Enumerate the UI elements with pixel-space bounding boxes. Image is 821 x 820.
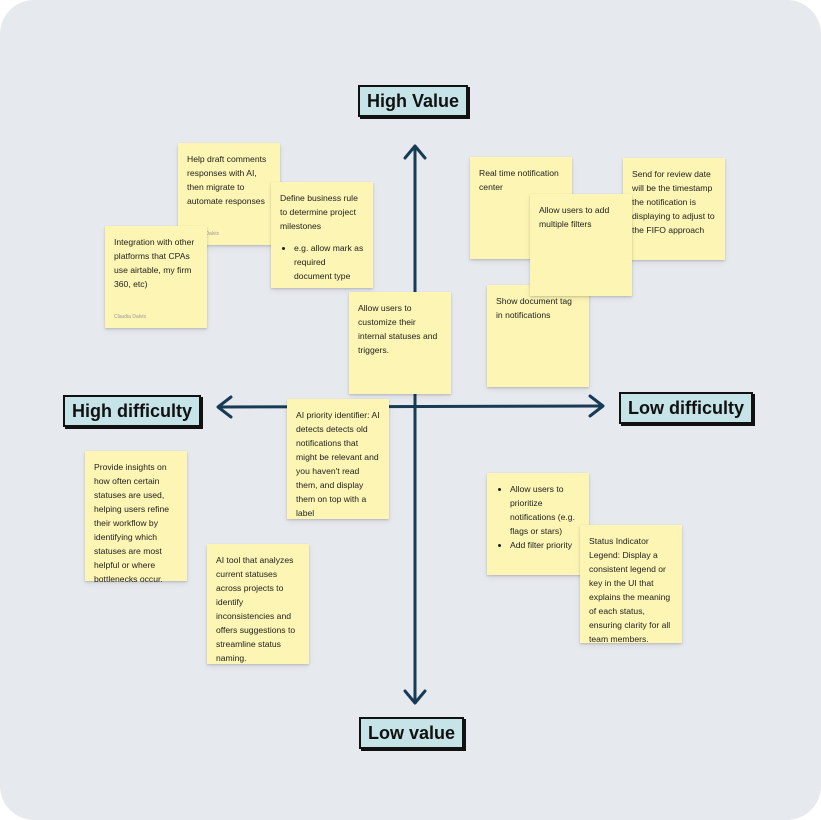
arrow-down — [403, 689, 427, 705]
sticky-note-ai-tool[interactable]: AI tool that analyzes current statuses a… — [207, 544, 309, 664]
note-bullets: Allow users to prioritize notifications … — [496, 482, 580, 552]
sticky-note-status-legend[interactable]: Status Indicator Legend: Display a consi… — [580, 525, 682, 644]
arrow-left — [216, 395, 233, 419]
note-bullet: Allow users to prioritize notifications … — [510, 482, 580, 538]
sticky-note-document-tag[interactable]: Show document tag in notifications — [487, 285, 589, 387]
note-author: Claudia Dalvis — [114, 314, 146, 320]
note-text: Show document tag in notifications — [496, 296, 572, 320]
note-bullet: Add filter priority — [510, 538, 580, 552]
note-text: Help draft comments responses with AI, t… — [187, 154, 267, 206]
horizontal-axis — [217, 404, 604, 409]
note-text: Send for review date will be the timesta… — [632, 169, 715, 235]
note-text: Real time notification center — [479, 168, 559, 192]
note-bullet: e.g. allow mark as required document typ… — [294, 241, 364, 283]
note-bullets: e.g. allow mark as required document typ… — [280, 241, 364, 283]
arrow-up — [403, 144, 427, 160]
sticky-note-multiple-filters[interactable]: Allow users to add multiple filters — [530, 194, 632, 296]
note-text: Status Indicator Legend: Display a consi… — [589, 536, 671, 644]
note-text: Integration with other platforms that CP… — [114, 237, 195, 289]
high-difficulty-label: High difficulty — [63, 395, 201, 427]
note-text: Define business rule to determine projec… — [280, 193, 358, 231]
sticky-note-define-business-rule[interactable]: Define business rule to determine projec… — [271, 182, 373, 288]
note-text: Allow users to add multiple filters — [539, 205, 610, 229]
sticky-note-ai-priority[interactable]: AI priority identifier: AI detects detec… — [287, 399, 389, 519]
note-text: Allow users to customize their internal … — [358, 303, 438, 355]
note-text: AI tool that analyzes current statuses a… — [216, 555, 296, 663]
sticky-note-integration[interactable]: Integration with other platforms that CP… — [105, 226, 207, 328]
sticky-note-send-for-review[interactable]: Send for review date will be the timesta… — [623, 158, 725, 260]
low-difficulty-label: Low difficulty — [619, 392, 753, 424]
sticky-note-customize-statuses[interactable]: Allow users to customize their internal … — [349, 292, 451, 394]
high-value-label: High Value — [358, 85, 469, 117]
sticky-note-prioritize[interactable]: Allow users to prioritize notifications … — [487, 473, 589, 575]
sticky-note-insights[interactable]: Provide insights on how often certain st… — [85, 451, 187, 584]
note-text: Provide insights on how often certain st… — [94, 462, 170, 584]
note-text: AI priority identifier: AI detects detec… — [296, 410, 380, 518]
low-value-label: Low value — [359, 717, 465, 749]
arrow-right — [588, 394, 605, 418]
